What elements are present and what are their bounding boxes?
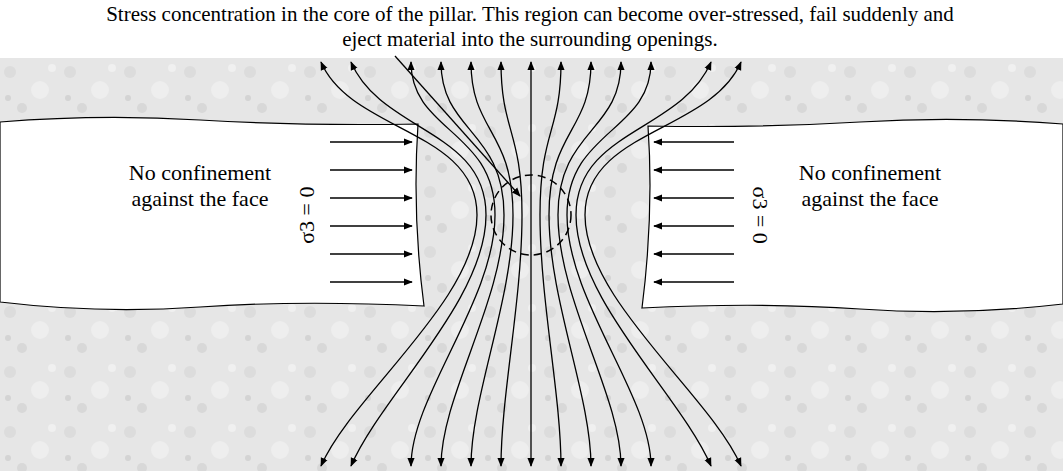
stress-flow-lines [321, 62, 741, 466]
stress-label: σ3 = 0 [747, 184, 773, 245]
face-arrow [330, 253, 412, 255]
rock-mass [0, 58, 1063, 471]
left-opening [0, 117, 424, 309]
stress-label: σ3 = 0 [295, 184, 321, 245]
stress-trajectory [530, 62, 531, 466]
stress-trajectory [549, 62, 591, 466]
face-note: No confinement against the face [770, 160, 970, 213]
face-arrow [330, 169, 412, 171]
callout-note: Stress concentration in the core of the … [90, 2, 970, 52]
face-arrow [654, 169, 734, 171]
face-arrow [654, 225, 734, 227]
stress-trajectory [351, 62, 486, 466]
leader-line [395, 56, 520, 196]
face-arrow [330, 197, 412, 199]
face-note: No confinement against the face [100, 160, 300, 213]
stress-trajectory [441, 62, 504, 466]
face-arrow [654, 141, 734, 143]
stress-trajectory [501, 62, 522, 466]
stress-trajectory [585, 62, 741, 466]
stress-trajectory [471, 62, 513, 466]
face-arrow [330, 141, 412, 143]
stress-trajectory [567, 62, 651, 466]
face-arrow [654, 281, 734, 283]
face-arrow [330, 225, 412, 227]
face-arrow [330, 281, 412, 283]
stress-trajectory [558, 62, 621, 466]
face-arrows [330, 142, 734, 282]
stress-trajectory [576, 62, 711, 466]
face-arrow [654, 253, 734, 255]
right-opening [642, 119, 1063, 311]
face-arrow [654, 197, 734, 199]
stress-zone [491, 175, 571, 255]
stress-trajectory [411, 62, 495, 466]
stress-trajectory [540, 62, 561, 466]
